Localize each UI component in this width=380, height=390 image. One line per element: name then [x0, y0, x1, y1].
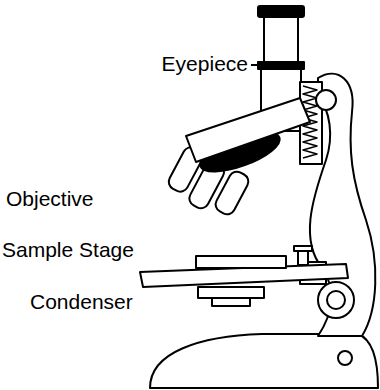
sample-slide: [196, 256, 286, 268]
fine-focus-knob: [327, 291, 345, 309]
objective-lens: [213, 169, 251, 217]
stage-clip-top: [294, 246, 312, 251]
microscope-head: [186, 98, 310, 162]
base-knob: [338, 351, 352, 365]
part-label: Objective: [6, 187, 94, 211]
eyepiece-cap: [258, 6, 304, 17]
part-label: Eyepiece: [162, 52, 248, 76]
condenser-lens: [212, 298, 250, 306]
rack-knob: [316, 90, 336, 110]
part-label: Sample Stage: [2, 238, 134, 262]
eyepiece-band: [258, 62, 304, 69]
condenser: [198, 287, 264, 298]
coarse-focus-knob: [318, 282, 354, 318]
part-label: Condenser: [30, 290, 133, 314]
stage-clip: [298, 250, 308, 265]
leader-line: [251, 64, 258, 66]
eyepiece-tube: [264, 16, 298, 64]
microscope-base: [150, 334, 378, 388]
